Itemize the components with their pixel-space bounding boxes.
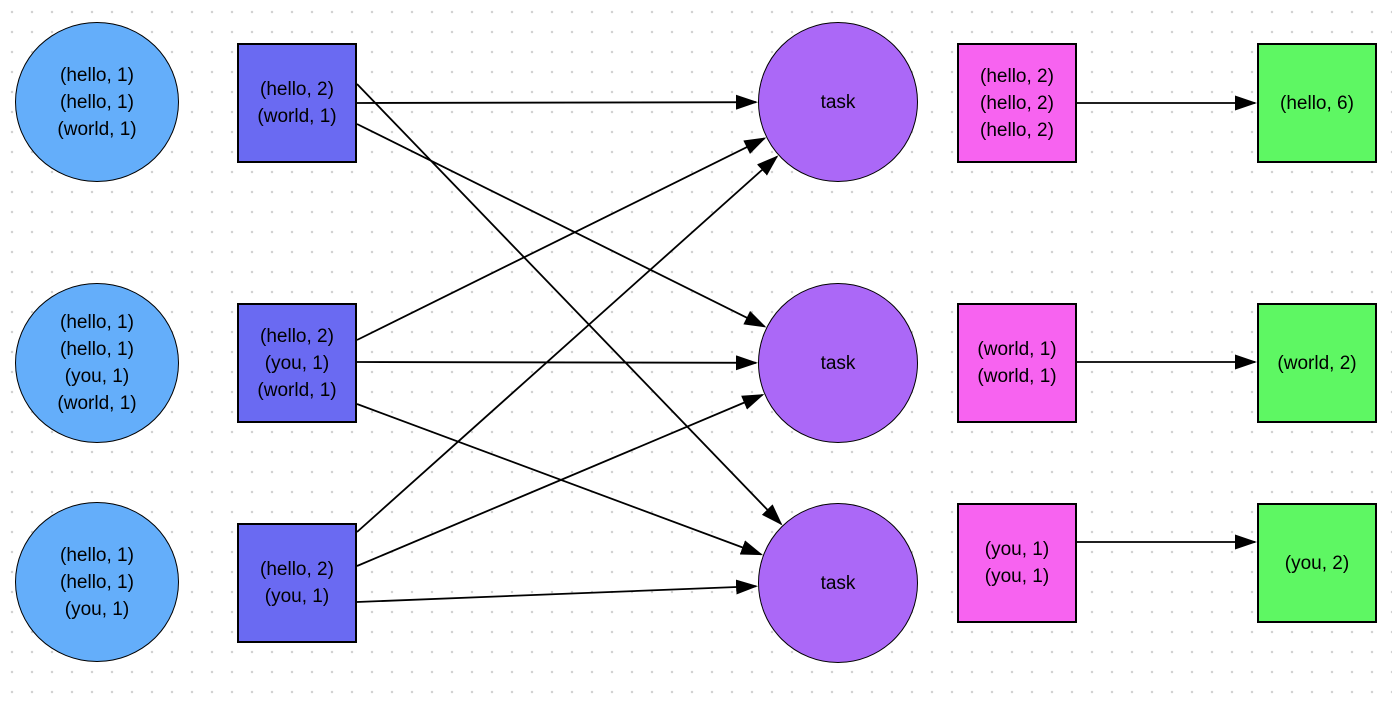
map-output-3: (hello, 2) (you, 1) (237, 523, 357, 643)
shuffled-pairs-2: (world, 1) (world, 1) (957, 303, 1077, 423)
pair-text: (hello, 1) (60, 64, 134, 86)
edge-map1-task1 (356, 94, 759, 110)
pair-text: (hello, 1) (60, 544, 134, 566)
pair-text: (you, 1) (984, 539, 1050, 560)
reduced-result-1: (hello, 6) (1257, 43, 1377, 163)
reduce-task-2: task (758, 283, 918, 443)
edge-map3-task2 (356, 394, 765, 567)
input-records-1: (hello, 1) (hello, 1) (world, 1) (15, 22, 179, 182)
reduced-result-3: (you, 2) (1257, 503, 1377, 623)
edge-map2-task3 (356, 403, 764, 556)
pair-text: (hello, 2) (980, 119, 1054, 141)
pair-text: (world, 1) (257, 106, 337, 127)
task-label: task (820, 91, 856, 113)
edge-map2-task2 (356, 355, 759, 371)
edge-map1-task3 (356, 83, 783, 526)
pair-text: (you, 2) (1284, 552, 1350, 574)
task-label: task (820, 352, 856, 374)
pair-text: (hello, 1) (60, 339, 134, 360)
reduce-task-1: task (758, 22, 918, 182)
shuffled-pairs-1: (hello, 2) (hello, 2) (hello, 2) (957, 43, 1077, 163)
edge-map1-task2 (356, 123, 767, 328)
pair-text: (world, 1) (57, 118, 137, 140)
pair-text: (hello, 1) (60, 312, 134, 333)
pair-text: (hello, 1) (60, 91, 134, 113)
pair-text: (world, 1) (977, 366, 1057, 387)
input-records-2: (hello, 1) (hello, 1) (you, 1) (world, 1… (15, 283, 179, 443)
reduced-result-2: (world, 2) (1257, 303, 1377, 423)
pair-text: (hello, 2) (980, 92, 1054, 114)
pair-text: (hello, 2) (260, 559, 334, 580)
edge-map3-task1 (356, 155, 779, 533)
pair-text: (world, 1) (257, 379, 337, 401)
edge-map3-task3 (356, 579, 759, 603)
map-output-1: (hello, 2) (world, 1) (237, 43, 357, 163)
pair-text: (hello, 6) (1280, 92, 1354, 114)
pair-text: (you, 1) (64, 366, 130, 387)
pair-text: (hello, 1) (60, 571, 134, 593)
pair-text: (world, 2) (1277, 352, 1357, 374)
pair-text: (hello, 2) (260, 79, 334, 100)
pair-text: (you, 1) (264, 586, 330, 607)
map-output-2: (hello, 2) (you, 1) (world, 1) (237, 303, 357, 423)
pair-text: (world, 1) (57, 393, 137, 414)
reduce-task-3: task (758, 503, 918, 663)
input-records-3: (hello, 1) (hello, 1) (you, 1) (15, 502, 179, 662)
pair-text: (you, 1) (64, 598, 130, 620)
task-label: task (820, 572, 856, 594)
pair-text: (you, 1) (984, 566, 1050, 587)
edge-map2-task1 (356, 137, 767, 341)
pair-text: (hello, 2) (260, 325, 334, 347)
pair-text: (you, 1) (264, 352, 330, 374)
shuffled-pairs-3: (you, 1) (you, 1) (957, 503, 1077, 623)
pair-text: (hello, 2) (980, 65, 1054, 87)
pair-text: (world, 1) (977, 339, 1057, 360)
